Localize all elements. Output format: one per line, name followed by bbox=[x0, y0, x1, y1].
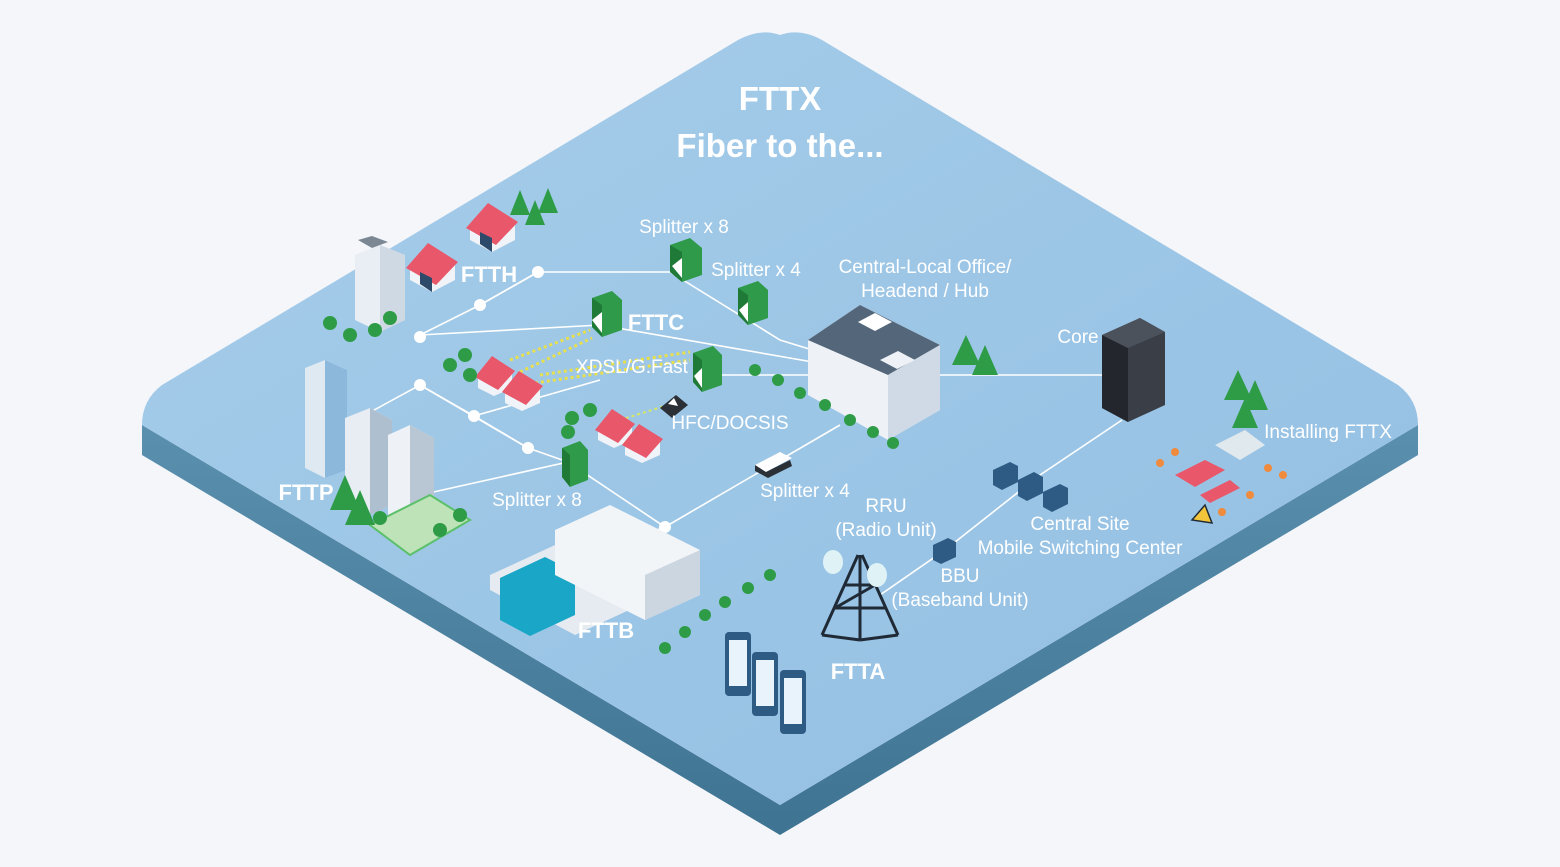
label-splitter-x8-bottom: Splitter x 8 bbox=[492, 490, 582, 511]
splitter-bottom-x4 bbox=[755, 452, 792, 478]
label-fttp: FTTP bbox=[279, 480, 334, 505]
splitter-bottom-x8 bbox=[562, 441, 588, 487]
label-xdsl: XDSL/G.Fast bbox=[576, 357, 689, 378]
central-office-building bbox=[808, 305, 940, 440]
fttc-houses bbox=[475, 356, 543, 411]
mobile-phones bbox=[725, 632, 806, 734]
core-server bbox=[1102, 318, 1165, 422]
label-rru-line1: RRU bbox=[865, 496, 906, 517]
fiber-nodes bbox=[414, 266, 671, 533]
antennas bbox=[823, 550, 887, 587]
label-central-office-line2: Headend / Hub bbox=[861, 281, 989, 302]
labels: Splitter x 8 Splitter x 4 FTTH FTTC XDSL… bbox=[279, 217, 1393, 684]
trees bbox=[323, 188, 1268, 654]
splitter-fttc bbox=[592, 291, 622, 337]
label-splitter-x4-bottom: Splitter x 4 bbox=[760, 481, 850, 502]
label-central-office-line1: Central-Local Office/ bbox=[839, 257, 1013, 278]
fttb-buildings bbox=[490, 505, 700, 636]
hfc-node bbox=[660, 395, 688, 418]
splitter-xdsl bbox=[693, 346, 722, 392]
title-line2: Fiber to the... bbox=[676, 127, 883, 164]
ftth-apartment bbox=[355, 236, 405, 332]
fttp-buildings bbox=[305, 360, 472, 557]
ftth-houses bbox=[406, 203, 518, 292]
platform-top bbox=[142, 32, 1418, 806]
label-central-site-line1: Central Site bbox=[1030, 514, 1129, 535]
label-bbu-line1: BBU bbox=[940, 566, 979, 587]
central-site-cubes bbox=[933, 462, 1068, 564]
platform bbox=[142, 32, 1418, 835]
label-splitter-x8-top: Splitter x 8 bbox=[639, 217, 729, 238]
label-fttc: FTTC bbox=[628, 310, 684, 335]
label-bbu-line2: (Baseband Unit) bbox=[891, 590, 1028, 611]
title-line1: FTTX bbox=[739, 80, 821, 117]
splitter-top-x8 bbox=[670, 238, 702, 282]
splitter-top-x4 bbox=[738, 281, 768, 325]
label-central-site-line2: Mobile Switching Center bbox=[978, 538, 1184, 559]
label-ftth: FTTH bbox=[461, 262, 517, 287]
label-ftta: FTTA bbox=[831, 659, 886, 684]
label-fttb: FTTB bbox=[578, 618, 634, 643]
label-rru-line2: (Radio Unit) bbox=[835, 520, 936, 541]
label-core: Core bbox=[1057, 327, 1098, 348]
title: FTTX Fiber to the... bbox=[676, 80, 883, 164]
label-installing: Installing FTTX bbox=[1264, 422, 1392, 443]
xdsl-links bbox=[509, 328, 691, 421]
label-hfc: HFC/DOCSIS bbox=[671, 413, 788, 434]
hfc-houses bbox=[595, 409, 663, 463]
label-splitter-x4-top: Splitter x 4 bbox=[711, 260, 801, 281]
ftta-tower bbox=[820, 554, 900, 642]
construction-site bbox=[1156, 430, 1287, 524]
